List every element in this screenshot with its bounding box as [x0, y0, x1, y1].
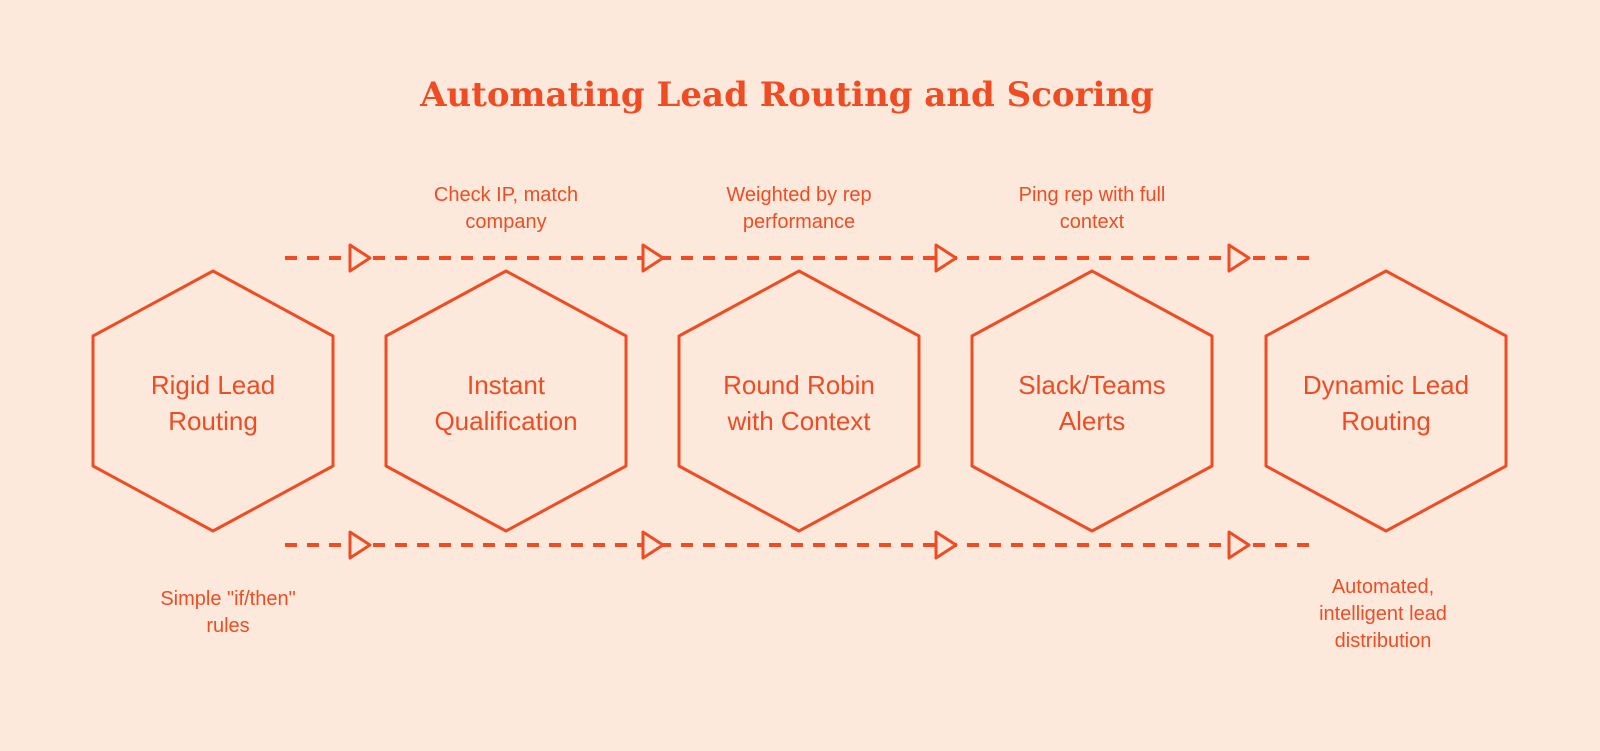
- annotation-automated-intelligent-lead-distribution: Automated, intelligent lead distribution: [1319, 576, 1447, 652]
- annotation-weighted-by-rep-performance: Weighted by rep performance: [726, 184, 872, 233]
- stage-label-round-robin-with-context: Round Robin with Context: [723, 370, 875, 436]
- stage-label-rigid-lead-routing: Rigid Lead Routing: [150, 370, 276, 436]
- hexagon-shape-rigid-lead-routing: [91, 269, 335, 533]
- hexagon-shape-instant-qualification: [384, 269, 628, 533]
- stage-label-dynamic-lead-routing: Dynamic Lead Routing: [1302, 370, 1470, 436]
- arrowhead-icon: [348, 243, 372, 273]
- hexagon-shape-round-robin-with-context: [677, 269, 921, 533]
- hexagon-shape-slack-teams-alerts: [970, 269, 1214, 533]
- stage-label-slack-teams-alerts: Slack/Teams Alerts: [1018, 370, 1166, 436]
- arrowhead-icon: [934, 243, 958, 273]
- annotation-ping-rep-with-full-context: Ping rep with full context: [1018, 184, 1166, 233]
- arrowhead-icon: [641, 530, 665, 560]
- arrowhead-icon: [641, 243, 665, 273]
- stage-label-instant-qualification: Instant Qualification: [434, 370, 578, 436]
- hexagon-shape-dynamic-lead-routing: [1264, 269, 1508, 533]
- annotation-check-ip-match-company: Check IP, match company: [433, 184, 579, 233]
- arrowhead-icon: [934, 530, 958, 560]
- arrowhead-icon: [1227, 243, 1251, 273]
- arrowhead-icon: [348, 530, 372, 560]
- arrowhead-icon: [1227, 530, 1251, 560]
- page-title: Automating Lead Routing and Scoring: [420, 75, 1154, 115]
- annotation-simple-if-then-rules: Simple "if/then" rules: [160, 588, 296, 637]
